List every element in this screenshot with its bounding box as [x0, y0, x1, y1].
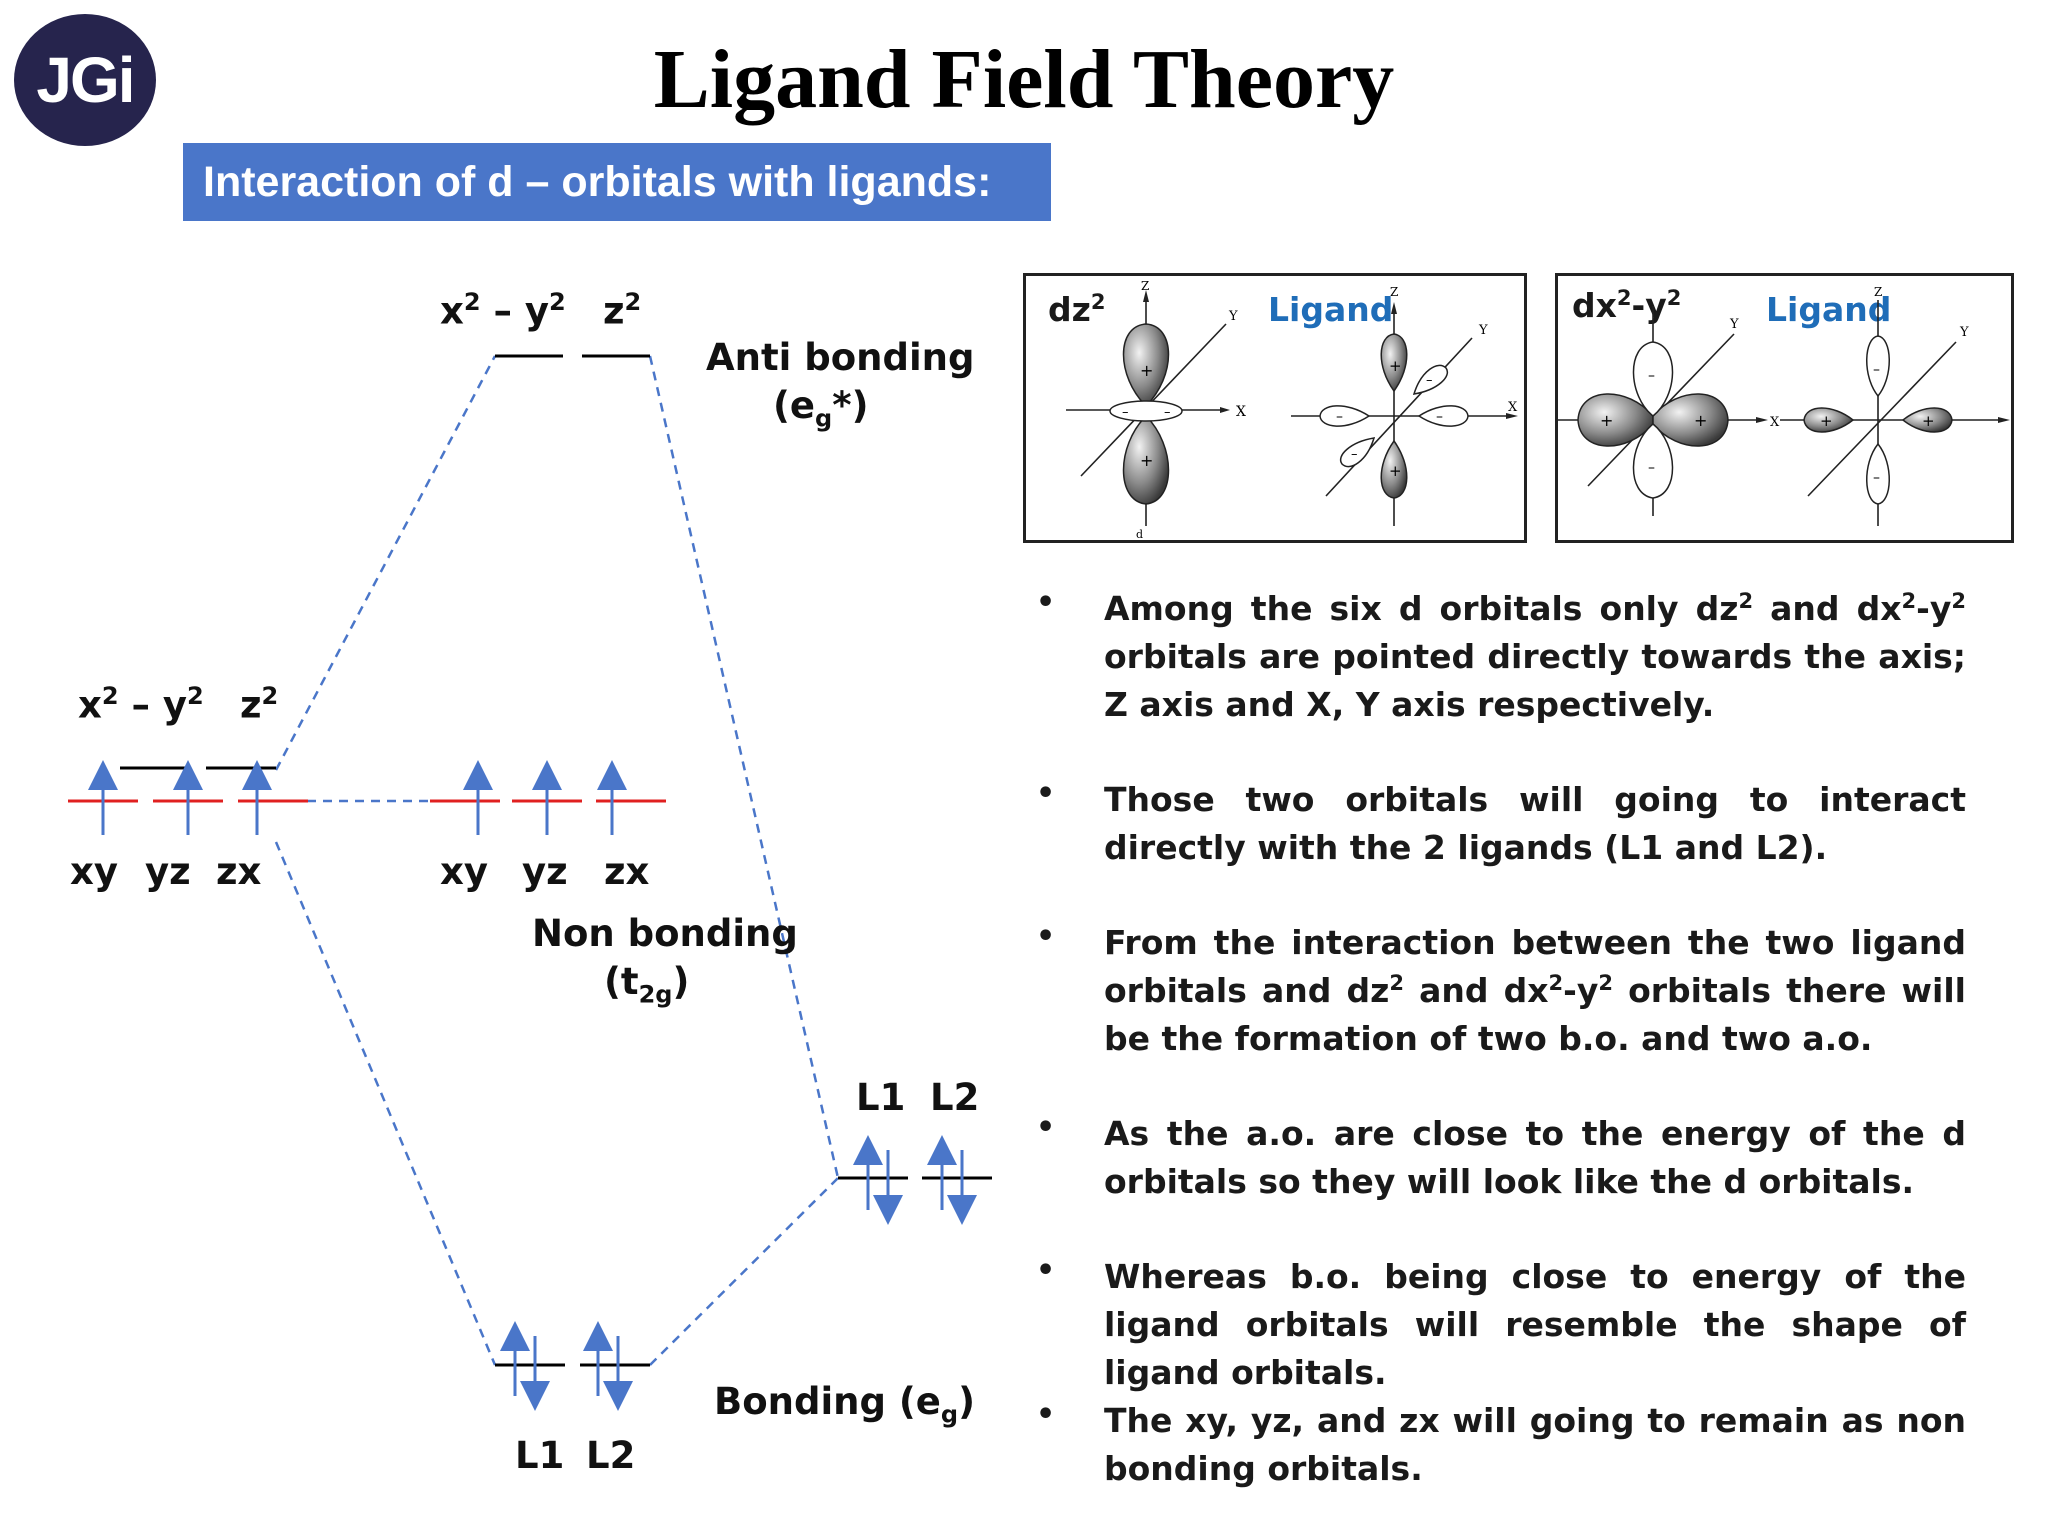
- svg-text:Y: Y: [1478, 323, 1488, 338]
- section-subtitle-banner: Interaction of d – orbitals with ligands…: [183, 143, 1051, 221]
- slide-title: Ligand Field Theory: [653, 33, 1395, 126]
- svg-text:Y: Y: [1729, 317, 1739, 332]
- svg-text:Y: Y: [1228, 309, 1238, 324]
- antibonding-symbol: (eg*): [773, 384, 869, 433]
- left-t2g-label-zx: zx: [216, 850, 262, 893]
- bullet-dot: •: [1036, 585, 1056, 620]
- ligand-label: Ligand: [1766, 290, 1892, 329]
- bullet-text: Among the six d orbitals only dz2 and dx…: [1104, 589, 1966, 724]
- svg-text:X: X: [1236, 404, 1246, 420]
- svg-text:X: X: [1508, 400, 1518, 415]
- ligand-electron-pairs: [853, 1135, 977, 1225]
- left-t2g-label-yz: yz: [145, 850, 191, 893]
- svg-text:–: –: [1873, 470, 1880, 486]
- dx2y2-label: dx2-y2: [1572, 286, 1682, 325]
- svg-text:+: +: [1694, 411, 1707, 430]
- antibonding-label-z2: z2: [603, 288, 642, 333]
- svg-text:–: –: [1426, 373, 1433, 388]
- ligand-label-l2: L2: [930, 1076, 980, 1119]
- svg-text:X: X: [1770, 415, 1780, 430]
- bullet-text: Those two orbitals will going to interac…: [1104, 780, 1966, 867]
- electron-arrows-up: [88, 760, 627, 835]
- nonbonding-label-yz: yz: [522, 850, 568, 893]
- svg-text:Z: Z: [1874, 285, 1882, 299]
- svg-text:–: –: [1122, 405, 1129, 420]
- ligand-label-l1: L1: [856, 1076, 906, 1119]
- svg-text:+: +: [1600, 411, 1613, 430]
- svg-text:d: d: [1136, 528, 1143, 540]
- dx2y2-orbital-panel: dx2-y2 Ligand X Y + + – – Y: [1555, 273, 2014, 543]
- bonding-electron-pairs: [500, 1321, 633, 1411]
- bonding-label-l2: L2: [586, 1434, 636, 1477]
- ligand-label: Ligand: [1268, 290, 1394, 329]
- bullet-text: As the a.o. are close to the energy of t…: [1104, 1114, 1966, 1201]
- svg-text:+: +: [1922, 412, 1935, 430]
- svg-text:+: +: [1389, 462, 1402, 480]
- bullet-dot: •: [1036, 1253, 1056, 1288]
- nonbonding-label-xy: xy: [440, 850, 488, 893]
- bullet-dot: •: [1036, 919, 1056, 954]
- svg-text:Z: Z: [1390, 285, 1398, 299]
- bullet-dot: •: [1036, 776, 1056, 811]
- svg-text:Y: Y: [1959, 325, 1969, 340]
- antibonding-label-x2y2: x2 – y2: [440, 288, 566, 333]
- left-t2g-label-xy: xy: [70, 850, 118, 893]
- dx2y2-ligand-drawing: X Y + + – – Y Z + + – –: [1558, 285, 2010, 526]
- jgi-logo: JGi: [14, 14, 156, 146]
- bullet-text: Whereas b.o. being close to energy of th…: [1104, 1257, 1966, 1392]
- bullet-dot: •: [1036, 1397, 1056, 1432]
- bullet-text: From the interaction between the two lig…: [1104, 923, 1966, 1058]
- svg-text:–: –: [1873, 362, 1880, 378]
- svg-text:+: +: [1389, 357, 1402, 375]
- bonding-title: Bonding (eg): [714, 1380, 975, 1429]
- left-eg-label-z2: z2: [240, 682, 279, 727]
- svg-text:–: –: [1164, 405, 1171, 420]
- dz2-orbital-panel: dz2 Ligand X Y Z + + – –: [1023, 273, 1527, 543]
- nonbonding-label-zx: zx: [604, 850, 650, 893]
- nonbonding-symbol: (t2g): [604, 960, 690, 1009]
- dz2-ligand-drawing: X Y Z + + – – X Y Z + + – – – – d: [1066, 279, 1518, 540]
- svg-text:–: –: [1436, 409, 1443, 425]
- nonbonding-title: Non bonding: [532, 912, 798, 955]
- svg-text:+: +: [1820, 412, 1833, 430]
- bullet-dot: •: [1036, 1110, 1056, 1145]
- svg-text:–: –: [1648, 368, 1655, 384]
- svg-text:+: +: [1140, 361, 1153, 380]
- correlation-dashed-lines: [274, 355, 840, 1366]
- svg-text:+: +: [1140, 451, 1153, 470]
- bullet-text: The xy, yz, and zx will going to remain …: [1104, 1401, 1966, 1488]
- antibonding-title: Anti bonding: [706, 336, 975, 379]
- left-eg-label-x2y2: x2 – y2: [78, 682, 204, 727]
- dz2-label: dz2: [1048, 290, 1106, 329]
- svg-text:–: –: [1351, 447, 1358, 462]
- svg-text:–: –: [1648, 460, 1655, 476]
- svg-text:–: –: [1336, 409, 1343, 425]
- bonding-label-l1: L1: [515, 1434, 565, 1477]
- svg-text:Z: Z: [1141, 279, 1149, 293]
